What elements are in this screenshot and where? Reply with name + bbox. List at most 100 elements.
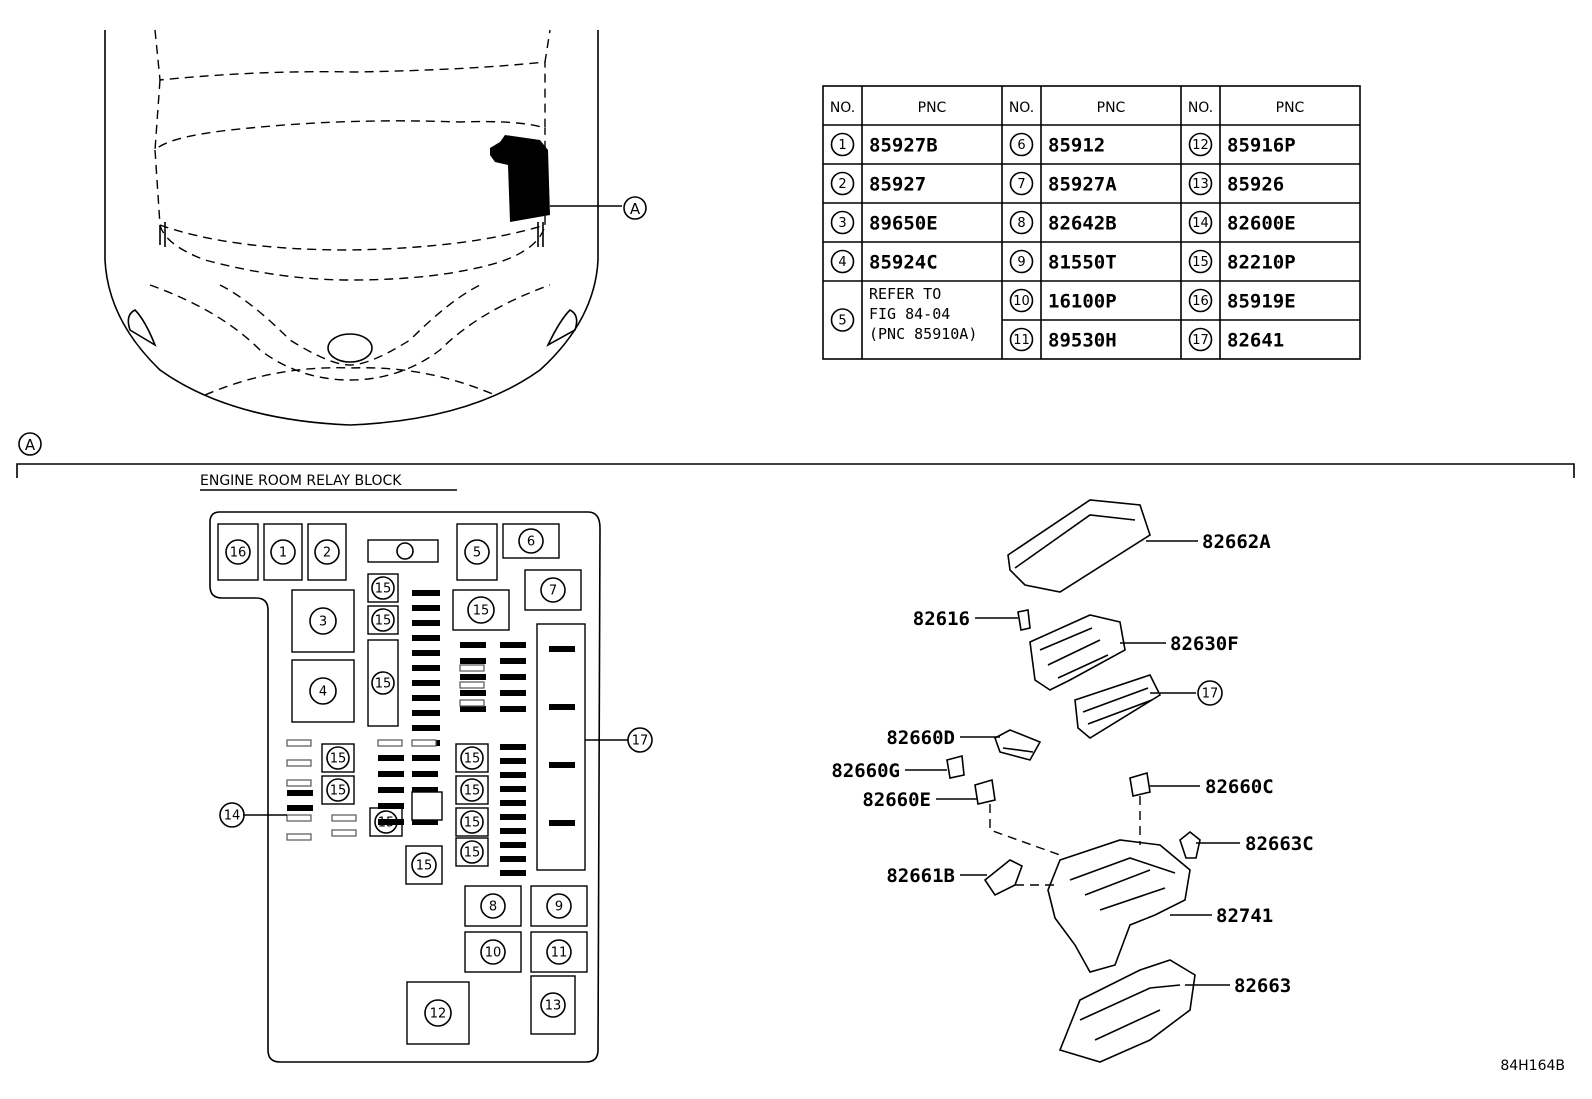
fuse-bar [412,695,440,701]
fuse-bar [460,642,486,648]
svg-text:12: 12 [430,1007,447,1022]
relay-slot-number: 4 [309,677,337,705]
table-item-number: 10 [1009,288,1034,313]
svg-text:15: 15 [464,816,481,831]
table-pnc: 82600E [1227,213,1296,235]
relay-slot: 11 [530,931,588,973]
table-pnc: 82642B [1048,213,1117,235]
table-item-number: 17 [1188,327,1213,352]
svg-text:82661B: 82661B [886,865,955,887]
table-item-number: 9 [1009,249,1034,274]
part-callout: 82630F [1120,633,1239,655]
fuse-bar [460,674,486,680]
part-callout: 82741 [1170,905,1273,927]
table-item-number: 5 [830,308,855,332]
svg-text:82660G: 82660G [831,760,900,782]
fuse-bar [412,620,440,626]
svg-text:4: 4 [319,685,327,700]
svg-text:15: 15 [473,604,490,619]
table-item-number: 14 [1188,210,1213,235]
fuse-bar [412,787,438,793]
svg-text:9: 9 [555,900,563,915]
svg-text:A: A [630,200,641,218]
svg-text:15: 15 [1192,255,1209,270]
relay-slot: 10 [464,931,522,973]
part-callout: 17 [1150,680,1223,706]
svg-text:14: 14 [1192,216,1209,231]
fuse-slot [286,739,312,747]
fuse-slot [286,814,312,822]
fuse-bar [500,814,526,820]
table-pnc: 85916P [1227,135,1296,157]
fuse-bar [500,744,526,750]
relay-slot-number: 3 [309,607,337,635]
table-pnc: 85926 [1227,174,1284,196]
svg-text:1: 1 [838,138,846,153]
svg-text:17: 17 [632,734,649,749]
relay-slot-number: 11 [546,939,572,965]
fuse-slot [286,779,312,787]
relay-slot: 16 [217,523,259,581]
part-callout: 82663C [1196,833,1314,855]
fuse-bar [412,771,438,777]
fuse-bar [500,706,526,712]
fuse-slot [331,829,357,837]
fuse-bar [287,790,313,796]
svg-text:2: 2 [323,546,331,561]
relay-slot-number: 1 [270,539,296,565]
svg-text:10: 10 [1013,294,1030,309]
fuse-bar [412,680,440,686]
fuse-bar [412,665,440,671]
table-pnc: 89530H [1048,330,1117,352]
relay-callout-17: 17 [627,727,653,753]
fuse-bar [412,590,440,596]
table-item-number: 12 [1188,132,1213,157]
section-a-header: A ENGINE ROOM RELAY BLOCK [16,432,1575,491]
relay-slot-number: 2 [314,539,340,565]
fuse-bar [460,706,486,712]
table-header-cell: PNC [1097,100,1126,116]
part-callout: 82660C [1150,776,1274,798]
relay-slot: 15 [455,837,489,867]
relay-slot: 5 [456,523,498,581]
fuse-bar [500,800,526,806]
svg-text:5: 5 [473,546,481,561]
svg-text:16: 16 [230,546,247,561]
relay-slot-number: 15 [371,671,395,695]
part-callout: 82661B [886,865,987,887]
relay-slot: 15 [405,845,443,885]
table-pnc: 82641 [1227,330,1284,352]
fuse-bar [412,725,440,731]
table-item-number: 6 [1009,132,1034,157]
relay-slot: 6 [502,523,560,559]
fuse-slot [411,739,437,747]
svg-text:15: 15 [464,752,481,767]
table-item-number: 2 [830,171,855,196]
vehicle-front-view [104,29,622,426]
table-pnc-note: REFER TO [869,285,941,303]
fuse-bar [500,642,526,648]
fuse-bar [378,771,404,777]
fuse-bar [412,819,438,825]
fuse-bar [412,650,440,656]
svg-text:15: 15 [464,784,481,799]
relay-slot-number: 15 [326,778,350,802]
relay-slot: 12 [406,981,470,1045]
figure-id: 84H164B [1500,1058,1565,1074]
svg-text:11: 11 [551,946,568,961]
svg-text:82630F: 82630F [1170,633,1239,655]
relay-block-layout [209,511,601,1063]
fuse-slot [459,664,485,672]
relay-slot: 1 [263,523,303,581]
svg-text:2: 2 [838,177,846,192]
table-pnc: 85927A [1048,174,1117,196]
relay-slot-number: 15 [460,810,484,834]
table-pnc: 85912 [1048,135,1105,157]
svg-text:15: 15 [375,582,392,597]
section-title: ENGINE ROOM RELAY BLOCK [200,473,402,489]
svg-text:16: 16 [1192,294,1209,309]
svg-text:4: 4 [838,255,846,270]
part-callout: 82660D [886,727,1000,749]
svg-text:6: 6 [1017,138,1025,153]
table-item-number: 7 [1009,171,1034,196]
